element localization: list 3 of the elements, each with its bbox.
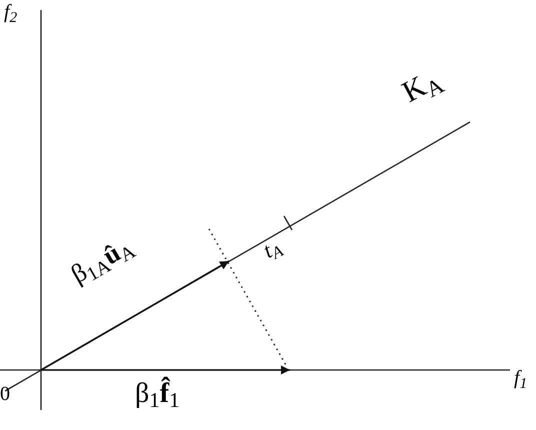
axis-label: f$_{2}$ <box>4 2 18 22</box>
axis-label: f$_{1}$ <box>514 368 528 388</box>
origin-label: 0 <box>0 384 10 404</box>
